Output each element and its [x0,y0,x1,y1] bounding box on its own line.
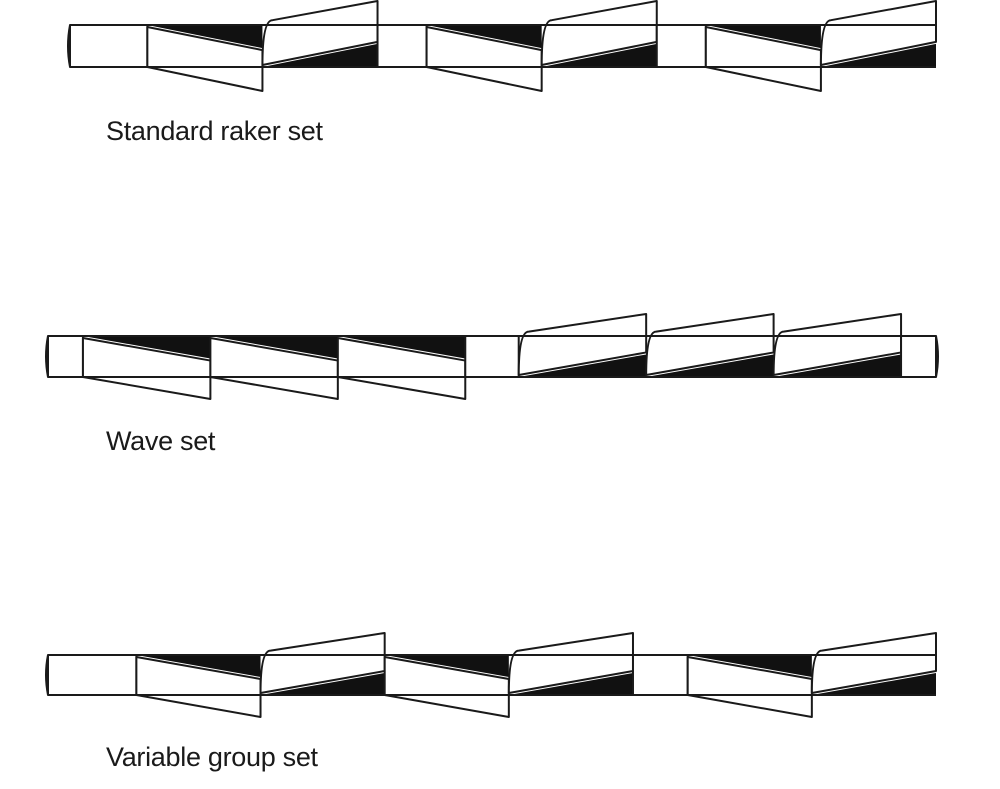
tooth-shadow [508,673,633,695]
variable-group-set-blade [45,632,937,718]
left-set-tooth [686,656,813,718]
left-set-tooth [146,26,264,92]
tooth-shadow [147,25,263,49]
standard-raker-set-blade [67,0,937,92]
tooth-shadow [210,336,338,359]
straight-tooth [47,654,138,696]
left-set-tooth [383,656,510,718]
tooth-shadow [260,673,385,695]
left-set-tooth [336,337,467,400]
variable-group-set-caption: Variable group set [106,742,318,772]
tooth-shadow [773,354,902,377]
straight-tooth [655,24,707,68]
tooth-shadow [687,655,812,677]
tooth-shadow [518,354,647,377]
tooth-shadow [820,43,936,67]
tooth-shadow [262,43,378,67]
tooth-shadow [136,655,261,677]
tooth-shadow [426,25,542,49]
left-set-tooth [704,26,822,92]
tooth-shadow [705,25,821,49]
left-set-tooth [209,337,339,400]
left-set-tooth [135,656,262,718]
straight-tooth [47,335,84,378]
left-set-tooth [81,337,212,400]
blade-break-left [45,654,49,696]
left-set-tooth [425,26,543,92]
tooth-shadow [82,336,211,359]
tooth-shadow [541,43,657,67]
blade-break-right [935,335,939,378]
tooth-shadow [646,354,774,377]
wave-set-blade [45,313,939,400]
straight-tooth [631,654,689,696]
blade-break-left [67,24,71,68]
wave-set-caption: Wave set [106,426,216,456]
tooth-shadow [337,336,466,359]
tooth-shadow [384,655,509,677]
tooth-shadow [811,673,936,695]
straight-tooth [376,24,428,68]
blade-break-left [45,335,49,378]
straight-tooth [464,335,520,378]
straight-tooth [69,24,149,68]
standard-raker-set-caption: Standard raker set [106,116,323,146]
straight-tooth [900,335,937,378]
